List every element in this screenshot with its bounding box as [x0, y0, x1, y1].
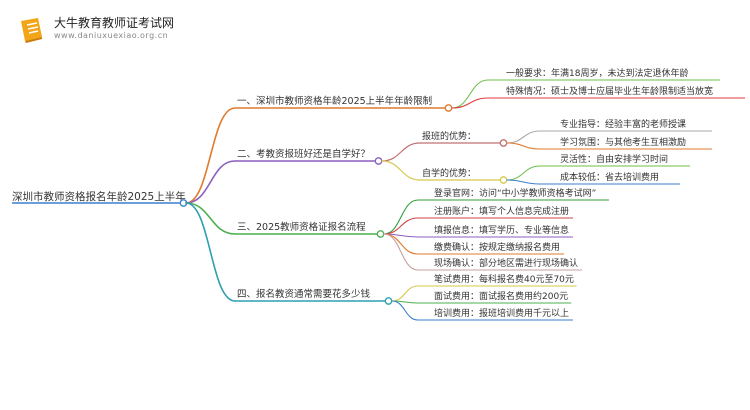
leaf-topic: 面试费用：面试报名费用约200元: [434, 290, 568, 302]
branch-connector: [185, 107, 236, 204]
subtopic-node-dot-2: [499, 176, 508, 184]
leaf-topic: 登录官网：访问“中小学教师资格考试网”: [434, 187, 596, 199]
leaf-topic: 专业指导：经验丰富的老师授课: [560, 118, 686, 130]
leaf-topic: 特殊情况：硕士及博士应届毕业生年龄限制适当放宽: [506, 85, 713, 97]
branch-connector: [185, 202, 236, 235]
leaf-connector: [391, 285, 419, 302]
leaf-connector: [383, 199, 419, 235]
leaf-topic: 现场确认：部分地区需进行现场确认: [434, 257, 578, 269]
leaf-connector: [391, 300, 419, 321]
branch-connector: [185, 202, 236, 302]
leaf-topic: 学习氛围：与其他考生互相激励: [560, 136, 686, 148]
subbranch-connector: [381, 160, 421, 181]
leaf-topic: 培训费用：报班培训费用千元以上: [434, 307, 569, 319]
branch-node-dot-2: [374, 157, 383, 165]
leaf-topic: 缴费确认：按规定缴纳报名费用: [434, 241, 560, 253]
branch-topic-1: 一、深圳市教师资格年龄2025上半年年龄限制: [237, 95, 432, 107]
leaf-topic: 笔试费用：每科报名费40元至70元: [434, 273, 574, 285]
subtopic-2: 自学的优势：: [422, 167, 476, 179]
branch-topic-4: 四、报名教资通常需要花多少钱: [237, 288, 371, 300]
leaf-connector: [451, 97, 489, 109]
leaf-connector: [451, 79, 489, 109]
subbranch-connector: [381, 142, 421, 162]
site-name: 大牛教育教师证考试网: [54, 16, 175, 30]
leaf-topic: 注册账户：填写个人信息完成注册: [434, 205, 569, 217]
branch-node-dot-3: [376, 230, 385, 238]
leaf-topic: 填报信息：填写学历、专业等信息: [434, 224, 569, 236]
leaf-topic: 一般要求：年满18周岁，未达到法定退休年龄: [506, 67, 688, 79]
leaf-connector: [383, 217, 419, 235]
site-url: www.daniuxuexiao.org.cn: [54, 31, 169, 40]
subtopic-1: 报班的优势：: [422, 130, 476, 142]
leaf-connector: [506, 142, 541, 150]
branch-node-dot-4: [384, 297, 393, 305]
book-cap-logo-icon: [21, 18, 42, 43]
subtopic-node-dot-1: [499, 139, 508, 147]
branch-node-dot-1: [444, 104, 453, 112]
leaf-connector: [506, 165, 541, 181]
leaf-topic: 成本较低：省去培训费用: [560, 171, 659, 183]
branch-topic-3: 三、2025教师资格证报名流程: [237, 221, 366, 233]
branch-topic-2: 二、考教资报班好还是自学好？: [237, 148, 370, 160]
leaf-connector: [506, 130, 541, 144]
branch-connector: [185, 160, 236, 204]
leaf-connector: [506, 179, 541, 185]
leaf-topic: 灵活性：自由安排学习时间: [560, 153, 668, 165]
root-topic: 深圳市教师资格报名年龄2025上半年: [12, 190, 186, 203]
leaf-connector: [383, 233, 419, 271]
